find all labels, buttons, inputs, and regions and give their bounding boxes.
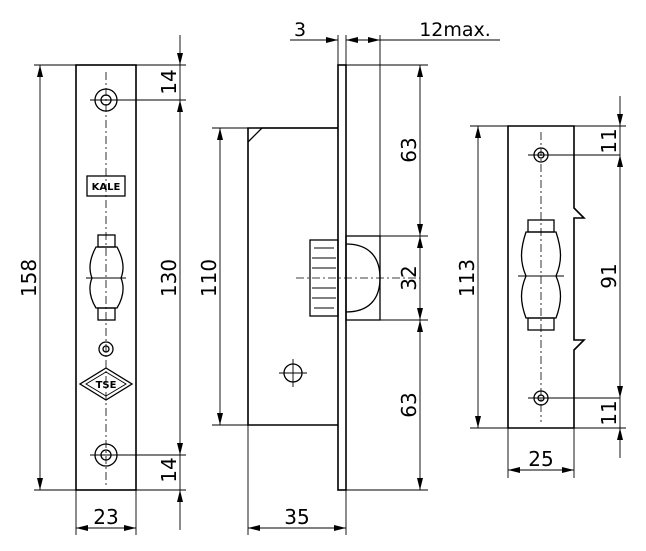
dimension-110: 110 [197, 127, 248, 426]
svg-text:63: 63 [397, 137, 421, 162]
strike-bottom-hole-icon [528, 390, 620, 406]
case-chamfer [247, 127, 338, 143]
strike-top-hole-icon [528, 147, 620, 163]
faceplate-outline [75, 64, 137, 491]
dimension-113: 113 [455, 125, 508, 429]
svg-text:158: 158 [17, 259, 41, 297]
dimension-strike-right: 11 91 11 [574, 96, 626, 458]
small-screw-icon [98, 341, 114, 357]
dimension-body-right: 63 32 63 [346, 64, 428, 491]
svg-text:91: 91 [597, 263, 621, 288]
svg-text:14: 14 [157, 69, 181, 94]
svg-text:35: 35 [284, 505, 309, 529]
dimension-23: 23 [75, 490, 137, 535]
cylinder-cutout-icon [86, 234, 126, 321]
strike-outline [507, 125, 586, 429]
svg-text:130: 130 [157, 259, 181, 297]
svg-text:32: 32 [397, 265, 421, 290]
svg-text:11: 11 [597, 128, 621, 153]
dimension-bolt-top: 3 12max. [290, 19, 500, 236]
strike-plate-view [507, 125, 620, 429]
hub-icon [309, 239, 339, 317]
tse-logo-icon: TSE [78, 367, 134, 401]
svg-text:14: 14 [157, 457, 181, 482]
top-screw-hole-icon [90, 88, 122, 112]
svg-text:113: 113 [455, 259, 479, 297]
dimension-35: 35 [247, 425, 347, 535]
svg-text:63: 63 [397, 392, 421, 417]
bottom-screw-hole-icon [90, 443, 122, 467]
dimension-158: 158 [17, 64, 76, 491]
svg-text:3: 3 [294, 19, 306, 41]
svg-text:KALE: KALE [92, 182, 121, 193]
svg-text:12max.: 12max. [419, 19, 491, 41]
kale-logo-icon: KALE [86, 175, 126, 197]
lock-body-view [247, 64, 420, 491]
svg-text:110: 110 [197, 259, 221, 297]
svg-text:11: 11 [597, 400, 621, 425]
strike-bolt-opening-icon [518, 219, 564, 331]
dimension-25: 25 [507, 428, 575, 478]
svg-text:25: 25 [528, 447, 553, 471]
svg-text:TSE: TSE [96, 380, 117, 391]
svg-text:23: 23 [93, 505, 118, 529]
case-screw-hole-icon [279, 359, 307, 387]
faceplate-view: KALE TSE [75, 64, 137, 491]
dimension-faceplate-right: 14 130 14 [122, 35, 186, 530]
faceplate-side [337, 64, 347, 491]
